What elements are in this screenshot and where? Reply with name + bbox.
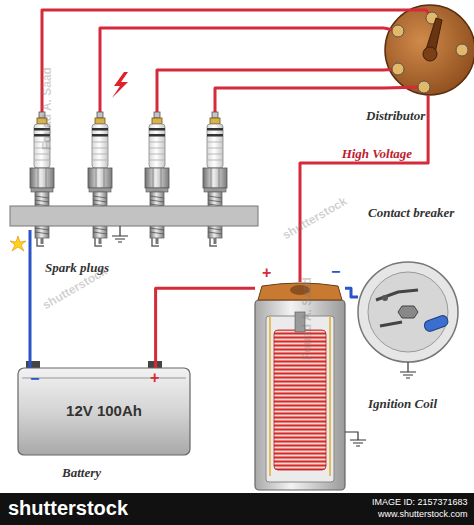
spark-symbol bbox=[112, 72, 128, 98]
wire bbox=[100, 28, 384, 112]
terminal-sign: + bbox=[262, 264, 271, 282]
contact-breaker-drawing bbox=[358, 262, 458, 378]
ground-symbol bbox=[345, 432, 366, 446]
breaker-plate bbox=[358, 262, 458, 362]
cap-terminal bbox=[392, 25, 404, 37]
battery-lid-line bbox=[22, 378, 186, 379]
battery: 12V 100AhBattery bbox=[18, 368, 190, 455]
cam bbox=[398, 306, 418, 318]
wire bbox=[215, 88, 384, 112]
watermark-bar bbox=[0, 493, 474, 525]
terminal-sign: − bbox=[30, 370, 39, 388]
watermark: Fouad A. Saad bbox=[40, 67, 54, 150]
image-id: IMAGE ID: 2157371683 bbox=[372, 497, 468, 507]
part-name: Contact breaker bbox=[368, 205, 454, 221]
spark bbox=[10, 236, 26, 251]
part-name: Ignition Coil bbox=[368, 396, 437, 412]
wire bbox=[29, 230, 32, 368]
contact-arm bbox=[376, 290, 418, 326]
pivot bbox=[382, 295, 388, 301]
engine-rail bbox=[10, 206, 258, 226]
capacitor bbox=[423, 314, 449, 333]
battery-drawing bbox=[18, 361, 190, 455]
watermark: Fouad A. Saad bbox=[300, 277, 314, 360]
wire bbox=[300, 95, 428, 282]
battery-case bbox=[18, 368, 190, 455]
cap-terminal bbox=[418, 81, 430, 93]
cap-terminal bbox=[392, 63, 404, 75]
part-name: Battery bbox=[62, 465, 101, 481]
distributor-cap bbox=[384, 5, 474, 95]
watermark-logo: shutterstock bbox=[8, 497, 128, 520]
terminal-sign: + bbox=[150, 369, 159, 387]
part-name: Distributor bbox=[366, 108, 425, 124]
value-label: 12V 100Ah bbox=[18, 402, 190, 419]
watermark: shutterstock bbox=[280, 194, 349, 242]
watermark-url: www.shutterstock.com bbox=[378, 509, 468, 519]
wire bbox=[42, 10, 384, 112]
distributor: Distributor bbox=[384, 5, 474, 95]
contact-breaker: Contact breaker bbox=[358, 262, 458, 362]
wire bbox=[345, 288, 358, 297]
wire bbox=[156, 288, 255, 368]
ground-symbol bbox=[400, 362, 416, 378]
ground-symbol bbox=[112, 226, 128, 242]
rotor-hub bbox=[423, 47, 437, 61]
distributor-body bbox=[385, 5, 474, 95]
terminal-sign: − bbox=[331, 263, 340, 281]
wire bbox=[157, 70, 384, 112]
wire-label: High Voltage bbox=[342, 146, 412, 162]
cap-terminal bbox=[456, 44, 468, 56]
breaker-inner bbox=[368, 272, 448, 352]
